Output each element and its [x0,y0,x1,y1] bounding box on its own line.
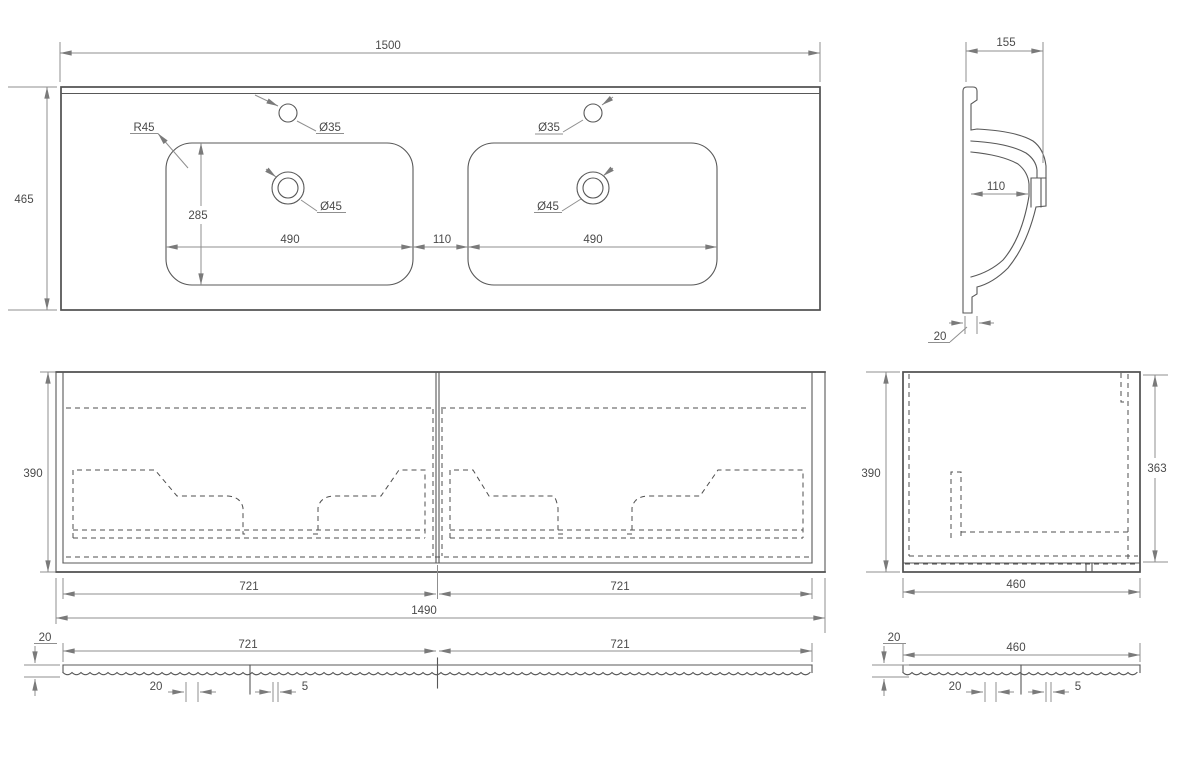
dim-front-width-right: 721 [610,581,629,593]
waste-hole-right-inner [582,177,604,199]
fluted-edge-side [902,671,1138,676]
dim-bowl-width-left: 490 [280,234,299,246]
dim-carcass-width: 1490 [411,605,437,617]
dim-flute-pitch-front: 20 [150,681,163,693]
dim-bowl-gap: 110 [433,234,451,246]
bowl-right-outline [467,142,718,286]
dim-tap-hole-right: Ø35 [538,122,560,134]
basin-fixing-channel [1030,177,1047,208]
basin-profile-outer [962,86,1047,314]
drawer-left-siphon-cutout [72,469,248,538]
basin-profile-rim-inner [970,140,1038,179]
dim-corner-radius: R45 [133,122,154,134]
dim-bowl-depth: 285 [188,210,207,222]
dim-bowl-width-right: 490 [583,234,602,246]
countertop-outline [60,86,821,311]
drawer-right-siphon-cutout [449,469,563,538]
dim-side-height: 390 [861,468,880,480]
dim-side-panel-width: 460 [1006,642,1025,654]
cabinet-side-view: 390 363 460 [861,371,1168,598]
bowl-left-outline [165,142,414,286]
hanger-bracket-hidden [1120,373,1127,403]
drawer-left-siphon-cutout-2 [313,469,426,538]
dim-basin-inner-depth: 110 [987,181,1005,193]
waste-hole-left-inner [277,177,299,199]
dim-basin-depth: 155 [996,37,1015,49]
basin-profile-bowl-inner [970,151,1030,278]
dim-waste-hole-right: Ø45 [537,201,559,213]
dim-flute-gap-side: 5 [1075,681,1081,693]
basin-side-section: 155 110 20 [928,37,1047,343]
tap-hole-right [583,103,603,123]
side-outline [902,371,1141,573]
dim-front-width-left: 721 [239,581,258,593]
tap-hole-left [278,103,298,123]
side-siphon-slot [950,471,962,538]
dim-total-depth: 465 [14,194,33,206]
dim-front-panel-width-left: 721 [238,639,257,651]
fluted-edge-front [62,671,811,676]
dim-tap-hole-left: Ø35 [319,122,341,134]
cabinet-front-view: 390 721 721 1490 [23,371,826,633]
dim-side-inner-height: 363 [1147,463,1166,475]
dim-front-panel-width-right: 721 [610,639,629,651]
dim-cabinet-height: 390 [23,468,42,480]
dim-side-panel-thickness: 20 [888,632,901,644]
dim-flute-gap-front: 5 [302,681,308,693]
dim-flute-pitch-side: 20 [949,681,962,693]
drawer-right-siphon-cutout-2 [627,469,804,538]
waste-hole-right-outer [576,171,610,205]
dim-waste-hole-left: Ø45 [320,201,342,213]
waste-hole-left-outer [271,171,305,205]
side-panel-section: 20 460 20 5 [872,632,1141,702]
dim-side-depth: 460 [1006,579,1025,591]
dim-total-width: 1500 [375,40,401,52]
dim-basin-flange: 20 [934,331,947,343]
countertop-top-view: 1500 465 R45 Ø35 Ø35 Ø45 Ø45 285 [8,40,821,311]
dim-front-panel-thickness: 20 [39,632,52,644]
front-panel-section: 20 721 721 20 5 [24,632,813,702]
